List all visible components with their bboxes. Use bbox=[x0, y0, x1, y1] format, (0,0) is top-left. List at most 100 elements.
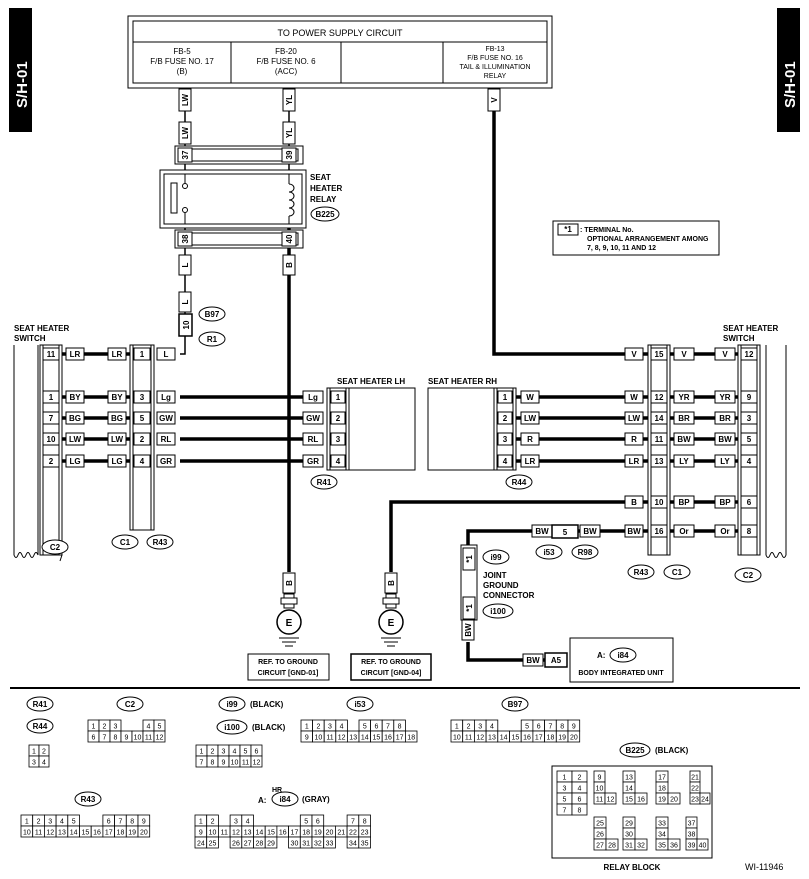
i53-in-wire-text: BW bbox=[535, 527, 549, 536]
rh-c1-out-wire-5: BP bbox=[673, 495, 695, 509]
face-r43-cell: 7 bbox=[118, 819, 122, 826]
lh-heater-pin-3: 3 bbox=[330, 432, 346, 446]
wire-yl-2: YL bbox=[285, 128, 294, 138]
rh-heater-wire-0-text: W bbox=[526, 393, 534, 402]
legend-i99-color: (BLACK) bbox=[250, 700, 284, 709]
relay-block-i-cell: 40 bbox=[699, 843, 707, 850]
relay-block-d-cell: 19 bbox=[658, 797, 666, 804]
switch-rh-title-2: SWITCH bbox=[723, 334, 755, 343]
face-r43-cell: 17 bbox=[105, 830, 113, 837]
wire-bw-bcm: BW bbox=[526, 656, 540, 665]
lh-switch-pin-2: 2 bbox=[42, 454, 60, 468]
face-i53-cell: 2 bbox=[316, 724, 320, 731]
face-b97-cell: 5 bbox=[525, 724, 529, 731]
face-i84-cell: 32 bbox=[314, 841, 322, 848]
face-r41-r44-cell: 3 bbox=[32, 760, 36, 767]
lh-wire-c1-4-text: LG bbox=[111, 457, 122, 466]
face-r43-cell: 5 bbox=[72, 819, 76, 826]
rh-c1-pin-13: 13 bbox=[650, 454, 668, 468]
rh-c1-pin-12: 12 bbox=[650, 390, 668, 404]
relay-title-3: RELAY bbox=[310, 195, 337, 204]
face-c2-cell: 11 bbox=[145, 735, 152, 742]
joint-mark-2: *1 bbox=[465, 604, 474, 612]
pin-label-layer: 1117102LRBYBGLWLGLRBYBGLWLG13524LLgGWRLG… bbox=[42, 347, 758, 538]
rh-c1-pin-14: 14 bbox=[650, 411, 668, 425]
rh-c2-pin-9-text: 9 bbox=[747, 393, 752, 402]
face-i84-cell: 28 bbox=[255, 841, 263, 848]
rh-c2-in-wire-5-text: BP bbox=[719, 498, 731, 507]
tab-right-label: S/H-01 bbox=[782, 61, 799, 108]
legend-hr: HR bbox=[272, 787, 282, 794]
relay-block-f-cell: 28 bbox=[608, 843, 616, 850]
relay-block-d-cell: 18 bbox=[658, 786, 666, 793]
bcm-pin: A5 bbox=[551, 656, 562, 665]
rh-c1-pin-15-text: 15 bbox=[655, 350, 664, 359]
relay-block-e-cell: 24 bbox=[701, 797, 709, 804]
lh-wire-c1-3-text: LW bbox=[111, 435, 123, 444]
face-r43-cell: 11 bbox=[35, 830, 42, 837]
rh-heater-pin-3: 3 bbox=[497, 432, 513, 446]
face-i84-cell: 22 bbox=[349, 830, 357, 837]
face-i84-cell: 11 bbox=[221, 830, 228, 837]
relay-block-h-cell: 33 bbox=[658, 821, 666, 828]
ground-1: B E REF. TO GROUND CIRCUIT [GND-01] bbox=[247, 572, 330, 681]
lh-switch-pin-10-text: 10 bbox=[47, 435, 56, 444]
face-i84-cell: 9 bbox=[199, 830, 203, 837]
fb5-fuse: F/B FUSE NO. 17 bbox=[150, 57, 214, 66]
joint-ground-connector: *1 *1 i99 JOINT GROUND CONNECTOR i100 BW bbox=[460, 544, 535, 641]
rh-heater-pin-4-text: 4 bbox=[503, 457, 508, 466]
legend-relay-block: RELAY BLOCK bbox=[604, 863, 661, 872]
rh-heater-pin-3-text: 3 bbox=[503, 435, 508, 444]
c1-lh-pin-1: 1 bbox=[133, 347, 151, 361]
legend-r44: R44 bbox=[33, 722, 48, 731]
rh-c1-out-wire-0-text: V bbox=[681, 350, 687, 359]
bcm-title: BODY INTEGRATED UNIT bbox=[578, 670, 664, 677]
c1-lh-pin-4-text: 4 bbox=[140, 457, 145, 466]
face-i84-cell: 23 bbox=[361, 830, 369, 837]
face-i53-cell: 12 bbox=[338, 735, 346, 742]
lh-switch-pin-11: 11 bbox=[42, 347, 60, 361]
lh-wire-0: LR bbox=[65, 347, 85, 361]
lh-heater-wire-1: GW bbox=[302, 411, 324, 425]
face-i84-cell: 24 bbox=[197, 841, 205, 848]
relay-block-e-cell: 22 bbox=[691, 786, 699, 793]
heater-rh-id: R44 bbox=[512, 478, 527, 487]
c1-out-wire-0-text: L bbox=[164, 350, 169, 359]
relay-block-c-cell: 13 bbox=[625, 775, 633, 782]
seat-heater-switch-lh: SEAT HEATER SWITCH C2 bbox=[13, 324, 69, 562]
lh-heater-pin-2-text: 2 bbox=[336, 414, 341, 423]
face-i53-cell: 15 bbox=[373, 735, 381, 742]
rh-c1-out-wire-2: BR bbox=[673, 411, 695, 425]
c1-lh-pin-3: 3 bbox=[133, 390, 151, 404]
joint-title-1: JOINT bbox=[483, 571, 507, 580]
wire-b-gnd2: B bbox=[387, 580, 396, 586]
face-i53-cell: 6 bbox=[374, 724, 378, 731]
r43-lh-id: R43 bbox=[153, 538, 168, 547]
face-c2-cell: 7 bbox=[103, 735, 107, 742]
rh-c1-pin-11: 11 bbox=[650, 432, 668, 446]
face-b97-cell: 9 bbox=[572, 724, 576, 731]
relay-block-d-cell: 17 bbox=[658, 775, 666, 782]
bcm-id: i84 bbox=[617, 651, 629, 660]
ground-2-ref: REF. TO GROUND bbox=[361, 659, 421, 666]
lh-wire-0-text: LR bbox=[70, 350, 81, 359]
rh-c1-in-wire-3: R bbox=[624, 432, 644, 446]
face-i84-cell: 15 bbox=[267, 830, 275, 837]
relay-block-g-cell: 29 bbox=[625, 821, 633, 828]
face-i99-i100-cell: 12 bbox=[253, 760, 261, 767]
lh-heater-wire-2: RL bbox=[302, 432, 324, 446]
face-b97-cell: 12 bbox=[476, 735, 484, 742]
rh-c2-pin-8: 8 bbox=[740, 524, 758, 538]
rh-c1-out-wire-0: V bbox=[673, 347, 695, 361]
face-i84-cell: 17 bbox=[291, 830, 299, 837]
lh-switch-pin-2-text: 2 bbox=[49, 457, 54, 466]
face-i84-cell: 35 bbox=[361, 841, 369, 848]
lh-heater-pin-4-text: 4 bbox=[336, 457, 341, 466]
relay-block-b-cell: 12 bbox=[607, 797, 615, 804]
rh-c1-pin-15: 15 bbox=[650, 347, 668, 361]
relay-pin-39: 39 bbox=[285, 150, 294, 159]
note-line-2: OPTIONAL ARRANGEMENT AMONG bbox=[587, 236, 709, 243]
